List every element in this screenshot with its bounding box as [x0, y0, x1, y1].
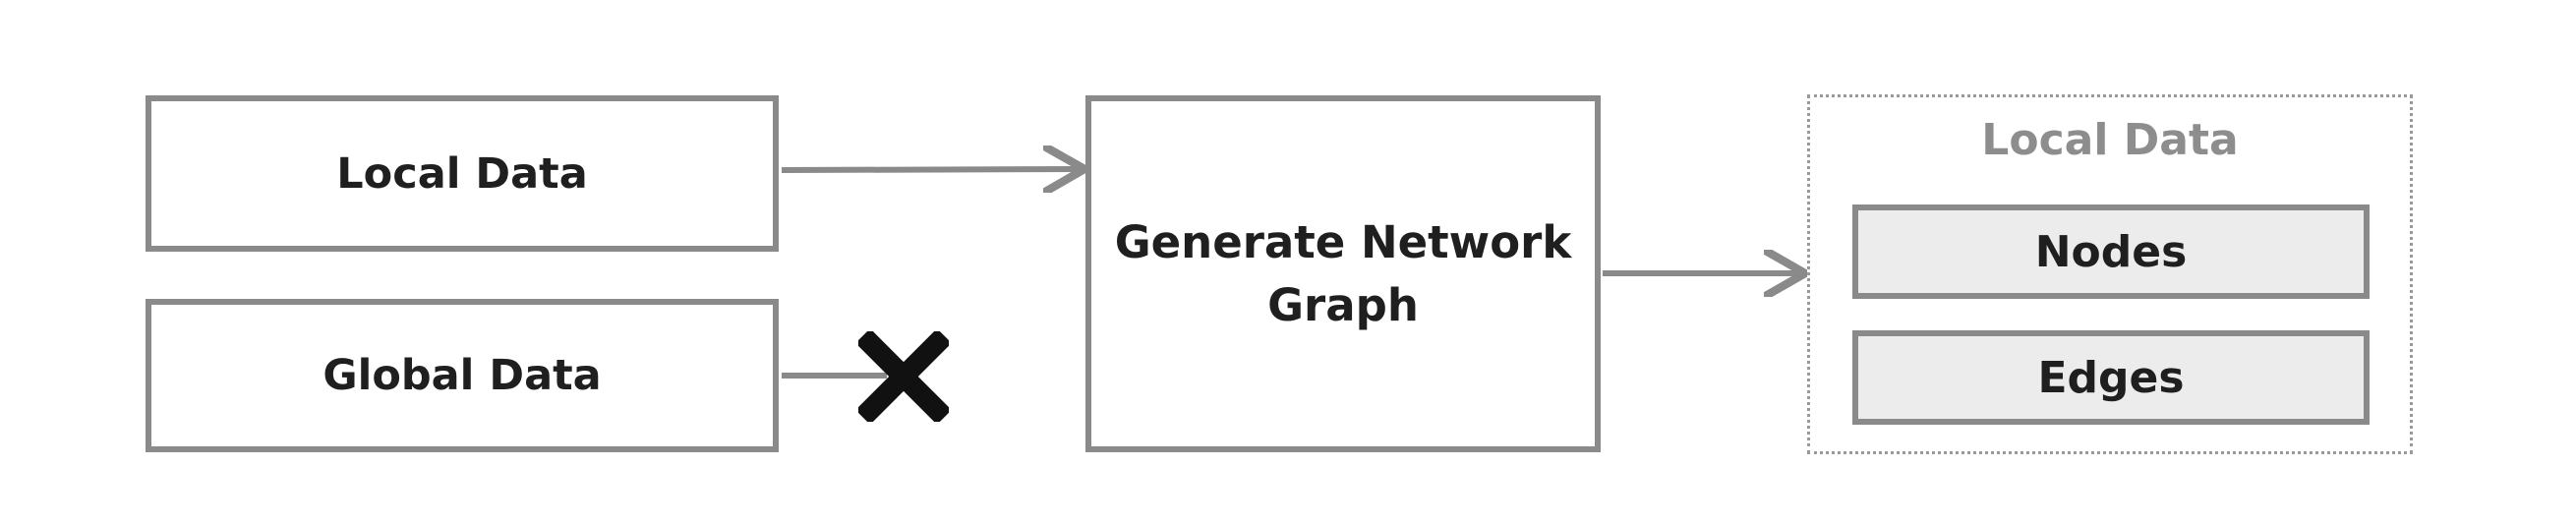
process-label-line-2: Graph: [1267, 278, 1419, 331]
generate-network-graph-box: Generate Network Graph: [1085, 95, 1601, 452]
x-mark-icon: [858, 331, 949, 422]
nodes-label: Nodes: [2034, 226, 2188, 277]
process-label-line-1: Generate Network: [1114, 215, 1572, 268]
global-data-label: Global Data: [322, 351, 602, 400]
output-title: Local Data: [1981, 115, 2239, 165]
local-data-output-container: Local Data Nodes Edges: [1807, 94, 2413, 454]
local-data-box: Local Data: [146, 95, 779, 252]
global-data-box: Global Data: [146, 299, 779, 452]
local-to-generate-arrow: [781, 169, 1079, 170]
edges-box: Edges: [1852, 330, 2370, 425]
edges-label: Edges: [2037, 352, 2185, 403]
local-data-label: Local Data: [336, 148, 588, 199]
nodes-box: Nodes: [1852, 204, 2370, 299]
